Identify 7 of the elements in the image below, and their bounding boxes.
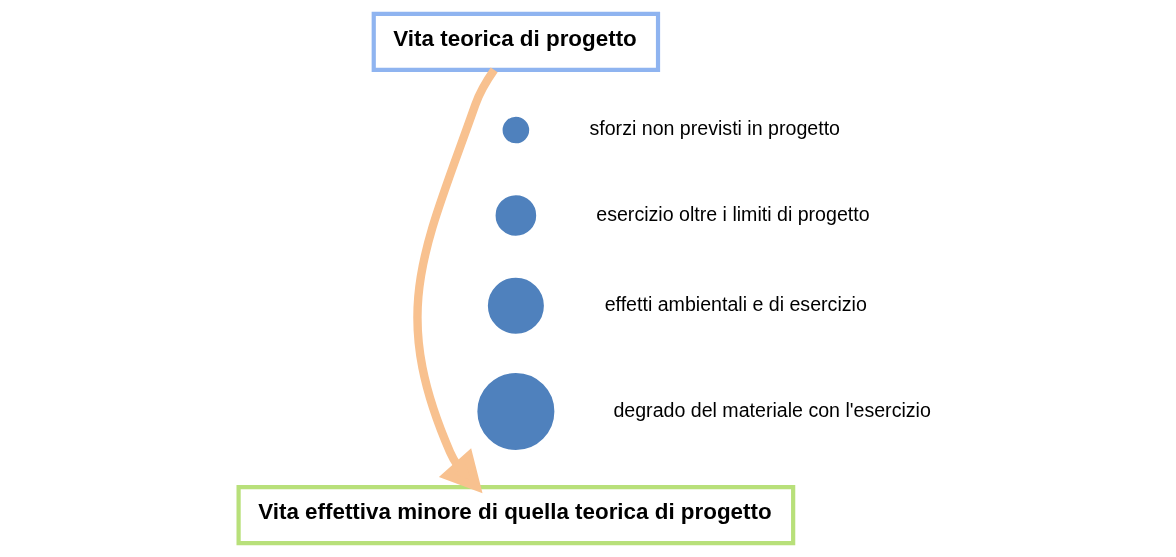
node-box: Vita teorica di progetto	[371, 11, 661, 72]
node-label: effetti ambientali e di esercizio	[604, 292, 867, 315]
node-label: degrado del materiale con l'esercizio	[613, 398, 931, 421]
arrow	[413, 67, 498, 494]
node-box: Vita effettiva minore di quella teorica di progetto	[236, 485, 796, 546]
node-label: sforzi non previsti in progetto	[589, 117, 840, 140]
node-label: esercizio oltre i limiti di progetto	[596, 202, 870, 225]
